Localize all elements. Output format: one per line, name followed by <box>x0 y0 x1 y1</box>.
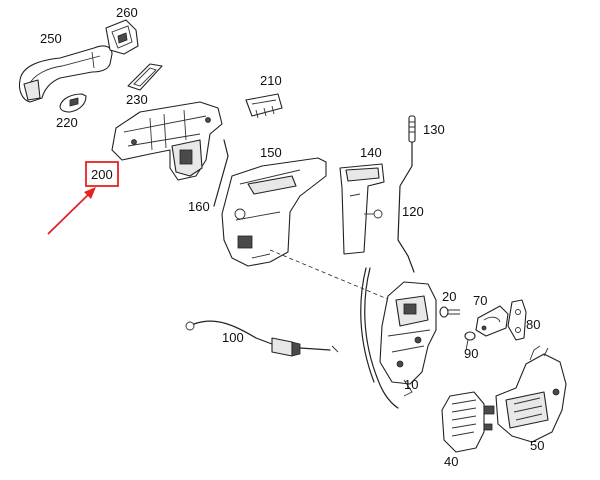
part-220-cover <box>59 93 87 113</box>
callout-20: 20 <box>442 289 456 304</box>
part-260-handle-cap <box>105 19 139 55</box>
part-80-backing-plate <box>507 299 527 341</box>
callout-140: 140 <box>360 145 382 160</box>
inner-release-cable-sheath <box>360 267 375 383</box>
callout-250: 250 <box>40 31 62 46</box>
callout-160: 160 <box>188 199 210 214</box>
part-10-door-lock <box>379 281 437 397</box>
part-120-locking-rod <box>397 141 415 273</box>
part-20-screw <box>439 306 460 318</box>
highlight-box <box>85 161 119 187</box>
part-250-outer-handle <box>18 45 113 103</box>
callout-80: 80 <box>526 317 540 332</box>
carrier-link-rod <box>213 139 229 207</box>
callout-10: 10 <box>404 377 418 392</box>
callout-130: 130 <box>423 122 445 137</box>
callout-70: 70 <box>473 293 487 308</box>
callout-90: 90 <box>464 346 478 361</box>
callout-210: 210 <box>260 73 282 88</box>
callout-200: 200 <box>91 167 113 182</box>
callout-40: 40 <box>444 454 458 469</box>
callout-230: 230 <box>126 92 148 107</box>
callout-260: 260 <box>116 5 138 20</box>
part-100-release-cable <box>185 320 339 357</box>
part-230-gasket <box>127 63 163 91</box>
callout-220: 220 <box>56 115 78 130</box>
highlight-200: 200 <box>47 161 119 235</box>
part-210-clip <box>245 93 283 119</box>
highlight-arrow <box>47 190 93 235</box>
part-130-rod-knob <box>408 115 416 143</box>
part-150-inner-housing <box>221 157 327 267</box>
leader-housing-to-lock <box>269 249 391 301</box>
part-200-handle-carrier <box>111 101 223 181</box>
part-70-striker <box>475 305 509 337</box>
callout-150: 150 <box>260 145 282 160</box>
inner-release-cable <box>364 267 399 409</box>
part-90-bolt <box>464 331 476 351</box>
callout-100: 100 <box>222 330 244 345</box>
part-140-trim-piece <box>339 163 385 255</box>
callout-50: 50 <box>530 438 544 453</box>
highlight-arrowhead <box>84 187 96 199</box>
part-50-actuator-housing <box>495 345 567 443</box>
callout-120: 120 <box>402 204 424 219</box>
part-40-lock-cover <box>441 391 495 453</box>
